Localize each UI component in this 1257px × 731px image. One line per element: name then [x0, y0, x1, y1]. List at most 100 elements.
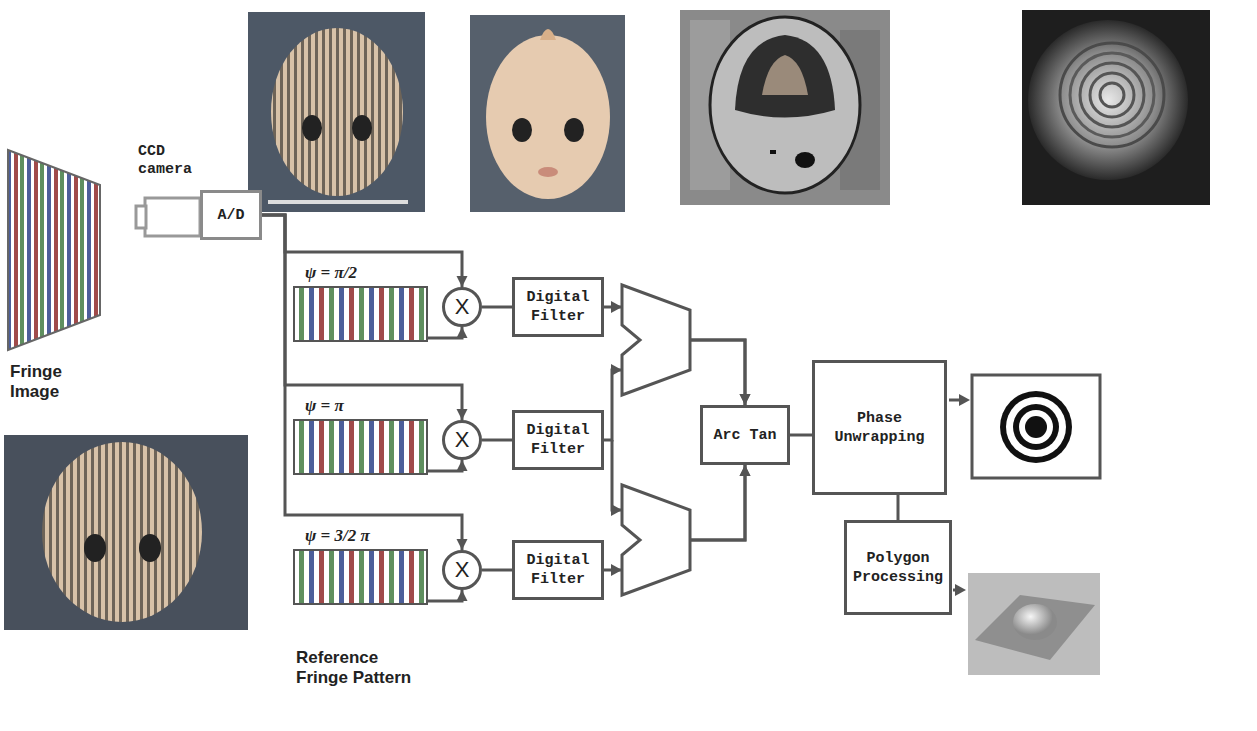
node-text: ψ = 3/2 π — [293, 525, 428, 547]
node-text: Arc Tan — [713, 426, 776, 445]
photo-doll-face — [512, 118, 532, 142]
arrow-head — [740, 465, 751, 476]
photo-doll-face — [470, 15, 625, 212]
surface-3d-output — [975, 595, 1095, 660]
subtractor-symbol — [622, 285, 690, 395]
ccd-camera-icon — [136, 206, 146, 228]
multiplier-circle: X — [442, 550, 482, 590]
node-text: A/D — [217, 206, 244, 225]
node-text: Digital Filter — [519, 288, 597, 326]
connector — [482, 440, 512, 441]
connector — [790, 435, 812, 436]
pattern-frame — [294, 287, 427, 341]
reference-pattern: ψ = π/2 — [293, 262, 428, 342]
fringe-order-output — [1013, 404, 1059, 450]
connector — [428, 327, 468, 338]
fringe-stripes — [293, 286, 428, 342]
photo-fringe-face — [302, 115, 322, 141]
reference-pattern: ψ = π — [293, 395, 428, 475]
photo-doll-face — [538, 167, 558, 177]
fringe-stripe — [329, 421, 334, 473]
subtractor-symbol — [611, 504, 622, 516]
photo-phase-map — [735, 35, 835, 118]
connector — [898, 495, 899, 520]
node-text: ψ = π — [293, 395, 428, 417]
connector-line — [482, 439, 512, 442]
fringe-stripe — [409, 421, 414, 473]
photo-fringe-face — [248, 12, 425, 212]
arrow-head — [457, 327, 468, 338]
connector-line — [790, 434, 812, 437]
fringe-image-illustration — [8, 150, 100, 350]
node-text: Phase Unwrapping — [819, 409, 940, 447]
filter-box: Digital Filter — [512, 540, 604, 600]
arrow-head — [740, 394, 751, 405]
fringe-stripes — [294, 287, 427, 341]
photo-fringe-rings — [1022, 10, 1210, 205]
photo-striped-face — [4, 435, 248, 630]
photo-doll-face — [470, 15, 625, 212]
connector — [262, 215, 468, 550]
node-text: X — [455, 295, 470, 319]
fringe-stripe — [299, 551, 304, 603]
fringe-image-illustration — [8, 150, 100, 350]
photo-fringe-rings — [1060, 43, 1164, 147]
photo-striped-face — [84, 534, 106, 562]
fringe-stripes — [294, 420, 427, 474]
fringe-image-illustration — [8, 150, 100, 350]
fringe-stripe — [389, 421, 394, 473]
surface-3d-output — [968, 573, 1100, 675]
fringe-stripes — [293, 549, 428, 605]
photo-phase-map — [770, 150, 776, 154]
fringe-order-output — [1019, 410, 1053, 444]
photo-fringe-face — [248, 12, 425, 212]
connector — [482, 307, 512, 308]
photo-doll-face — [564, 118, 584, 142]
node-text: X — [455, 428, 470, 452]
connector — [428, 460, 468, 471]
connector-line — [428, 460, 462, 471]
node-text: Digital Filter — [519, 551, 597, 589]
fringe-stripe — [369, 288, 374, 340]
fringe-stripe — [359, 288, 364, 340]
arrow-head — [740, 394, 751, 405]
connector — [482, 570, 512, 571]
fringe-stripe — [409, 551, 414, 603]
ccd-camera-icon — [145, 198, 200, 236]
arrow-head — [457, 276, 468, 287]
arctan-box: Arc Tan — [700, 405, 790, 465]
figure-label: Reference Fringe Pattern — [296, 648, 421, 688]
connector-line — [482, 569, 512, 572]
arrow-head — [457, 409, 468, 420]
fringe-stripe — [319, 288, 324, 340]
arrow-head — [457, 590, 468, 601]
photo-fringe-rings — [1070, 53, 1154, 137]
filter-box: Digital Filter — [512, 410, 604, 470]
pattern-frame — [294, 550, 427, 604]
photo-phase-map — [680, 10, 890, 205]
unwrapping-box: Phase Unwrapping — [812, 360, 947, 495]
photo-striped-face — [4, 435, 248, 630]
fringe-stripe — [369, 551, 374, 603]
fringe-stripe — [359, 421, 364, 473]
node-text: Polygon Processing — [851, 549, 945, 587]
subtractor-symbol — [611, 364, 622, 376]
photo-phase-map — [710, 17, 860, 193]
connector — [262, 215, 468, 420]
reference-pattern: ψ = 3/2 π — [293, 525, 428, 605]
photo-phase-map — [680, 10, 890, 205]
subtractor-symbol — [611, 564, 622, 576]
fringe-stripe — [339, 421, 344, 473]
fringe-order-output — [949, 399, 960, 402]
converter-box: A/D — [200, 190, 262, 240]
fringe-stripe — [309, 288, 314, 340]
connector-line — [262, 215, 462, 550]
surface-3d-output — [955, 584, 966, 596]
photo-fringe-rings — [1090, 73, 1134, 117]
fringe-stripe — [379, 288, 384, 340]
photo-fringe-face — [352, 115, 372, 141]
filter-box: Digital Filter — [512, 277, 604, 337]
node-text: X — [455, 558, 470, 582]
fringe-order-output — [1000, 391, 1072, 463]
